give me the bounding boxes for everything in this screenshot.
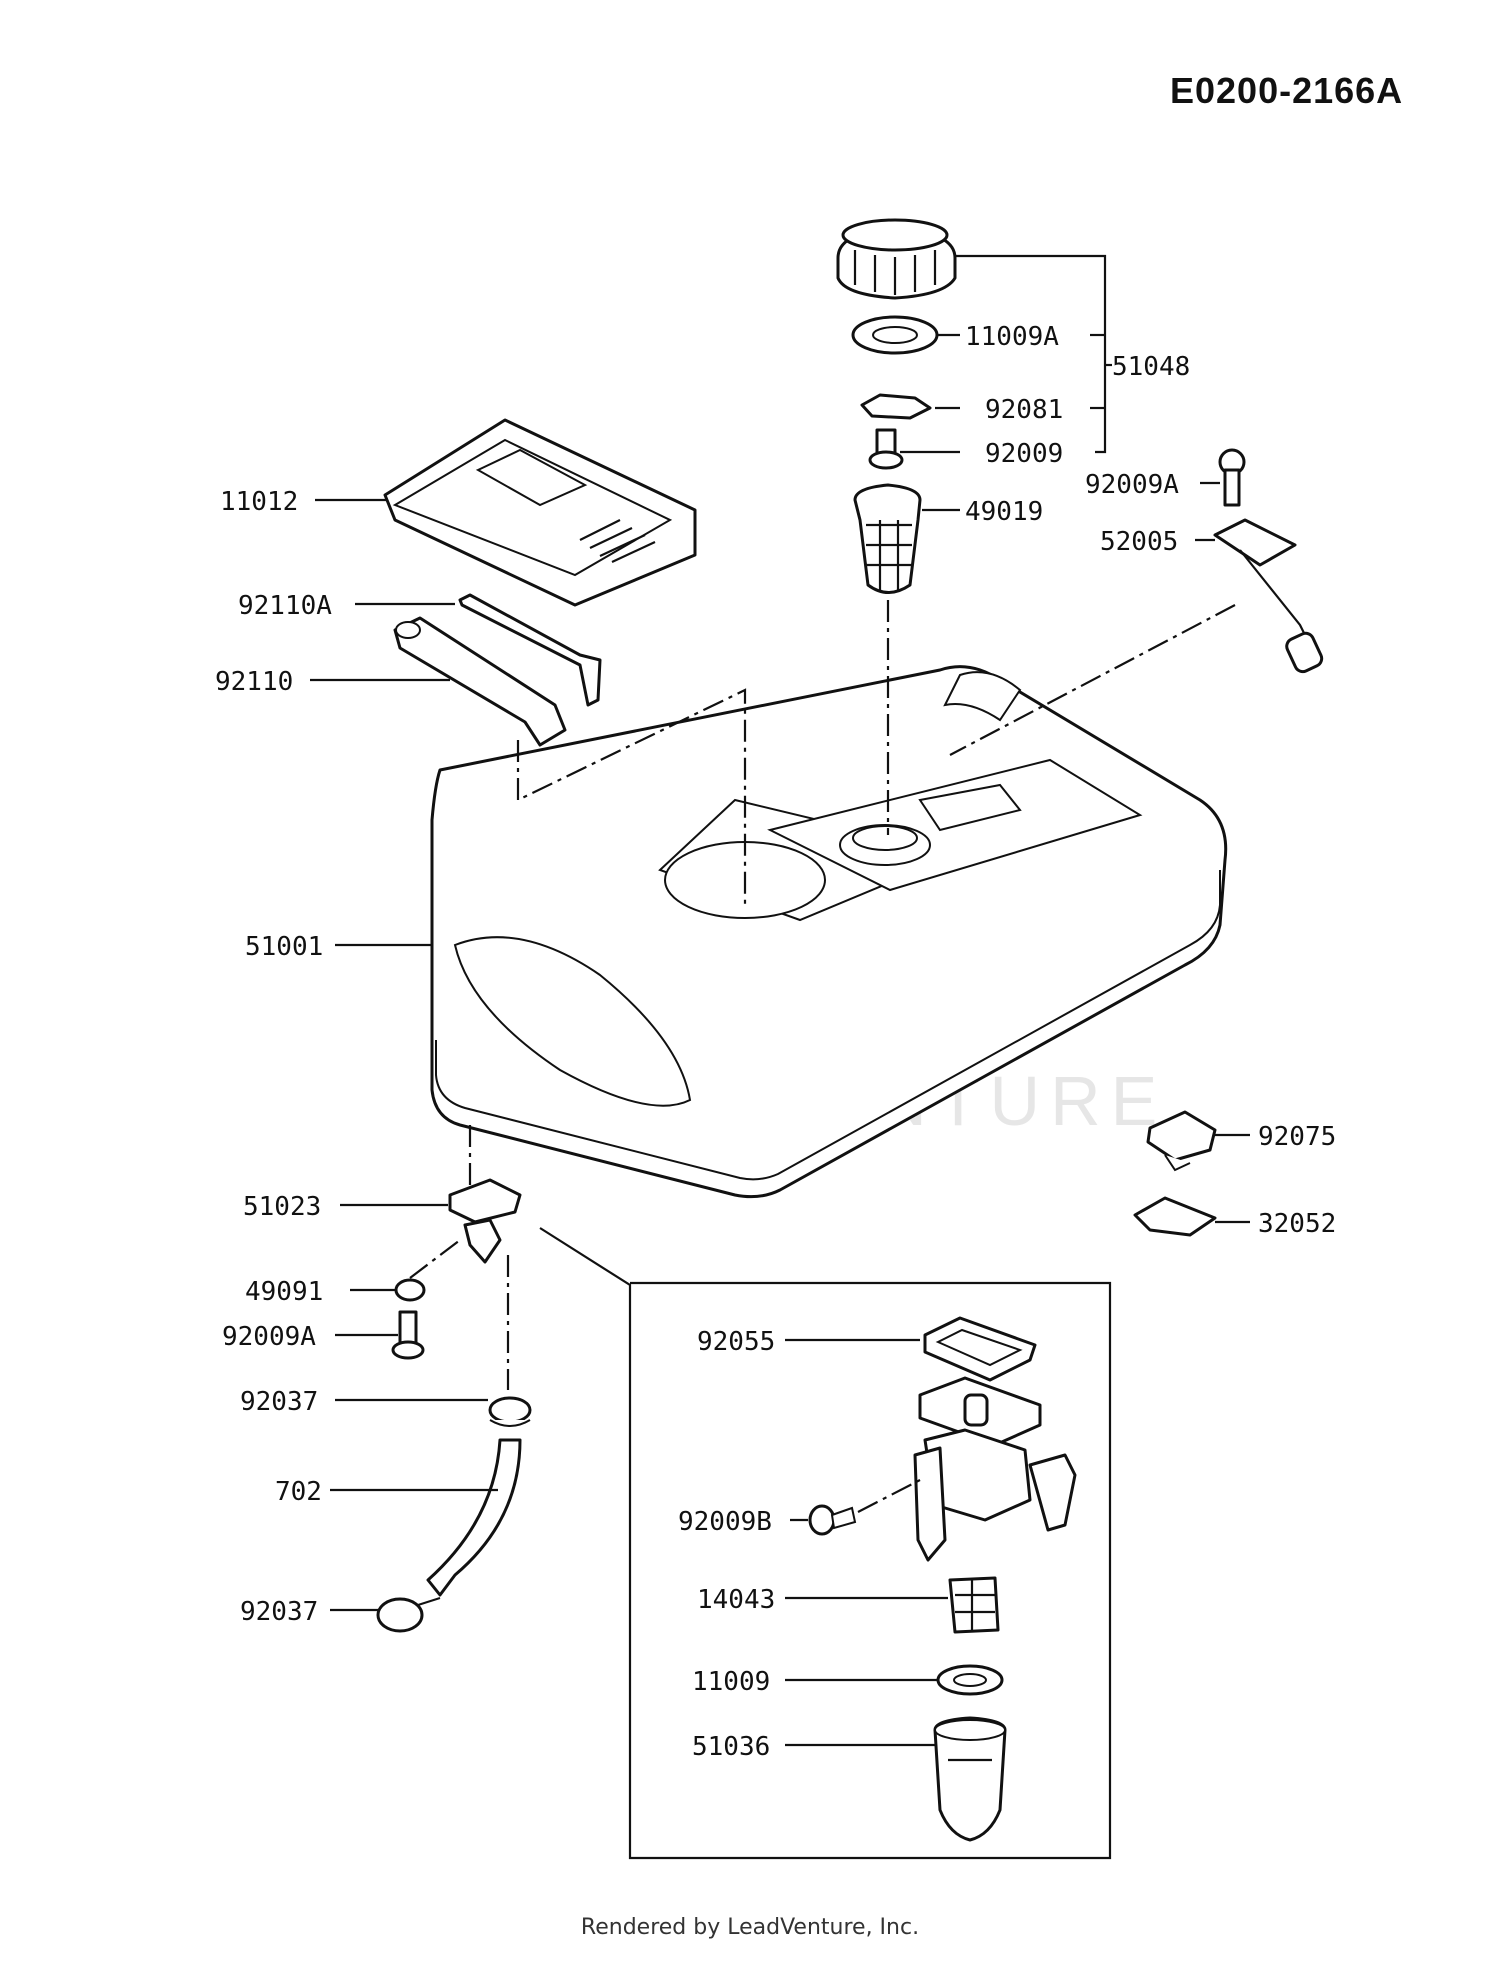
label-11009: 11009 — [692, 1667, 770, 1697]
label-51001: 51001 — [245, 932, 323, 962]
diagram-code: E0200-2166A — [1170, 70, 1404, 111]
label-49091: 49091 — [245, 1277, 323, 1307]
label-92037-top: 92037 — [240, 1387, 318, 1417]
clip-92075[interactable] — [1146, 1110, 1217, 1172]
strainer-14043[interactable] — [948, 1576, 1000, 1634]
label-51048: 51048 — [1112, 352, 1190, 382]
label-92081: 92081 — [985, 395, 1063, 425]
cap-plate[interactable] — [860, 393, 932, 420]
footer-credit: Rendered by LeadVenture, Inc. — [580, 1915, 920, 1940]
label-51023: 51023 — [243, 1192, 321, 1222]
label-11012: 11012 — [220, 487, 298, 517]
label-702: 702 — [275, 1477, 322, 1507]
gauge-screw[interactable] — [1218, 448, 1246, 507]
bolt-92009A[interactable] — [391, 1310, 425, 1360]
label-92009B: 92009B — [678, 1507, 772, 1537]
label-92009A-bottom: 92009A — [222, 1322, 316, 1352]
screw-92009B[interactable] — [808, 1504, 857, 1536]
label-92110A: 92110A — [238, 591, 332, 621]
label-92055: 92055 — [697, 1327, 775, 1357]
cap-screw[interactable] — [868, 428, 904, 470]
label-92037-bottom: 92037 — [240, 1597, 318, 1627]
label-92075: 92075 — [1258, 1122, 1336, 1152]
fuel-cock[interactable] — [913, 1376, 1077, 1562]
cock-gasket[interactable] — [923, 1316, 1037, 1382]
label-32052: 32052 — [1258, 1209, 1336, 1239]
fuel-filter-screen[interactable] — [853, 483, 922, 594]
fuel-hose[interactable] — [426, 1438, 522, 1597]
fuel-cup-51036[interactable] — [933, 1716, 1007, 1842]
label-92009A-top: 92009A — [1085, 470, 1179, 500]
hose-clamp-bottom[interactable] — [376, 1597, 441, 1633]
clip-32052[interactable] — [1133, 1196, 1217, 1237]
label-14043: 14043 — [697, 1585, 775, 1615]
label-11009A: 11009A — [965, 322, 1059, 352]
label-52005: 52005 — [1100, 527, 1178, 557]
label-92110: 92110 — [215, 667, 293, 697]
fuel-joint[interactable] — [448, 1178, 522, 1264]
label-49019: 49019 — [965, 497, 1043, 527]
tool-rod[interactable] — [458, 593, 602, 707]
hose-clamp-top[interactable] — [488, 1396, 532, 1427]
fuel-cap[interactable] — [836, 218, 957, 300]
fuel-tank[interactable] — [430, 665, 1228, 1199]
box-wrench[interactable] — [393, 616, 567, 747]
o-ring-49091[interactable] — [394, 1278, 426, 1302]
fuel-gauge[interactable] — [1213, 518, 1324, 674]
tool-cover[interactable] — [383, 418, 697, 607]
label-51036: 51036 — [692, 1732, 770, 1762]
label-92009: 92009 — [985, 439, 1063, 469]
